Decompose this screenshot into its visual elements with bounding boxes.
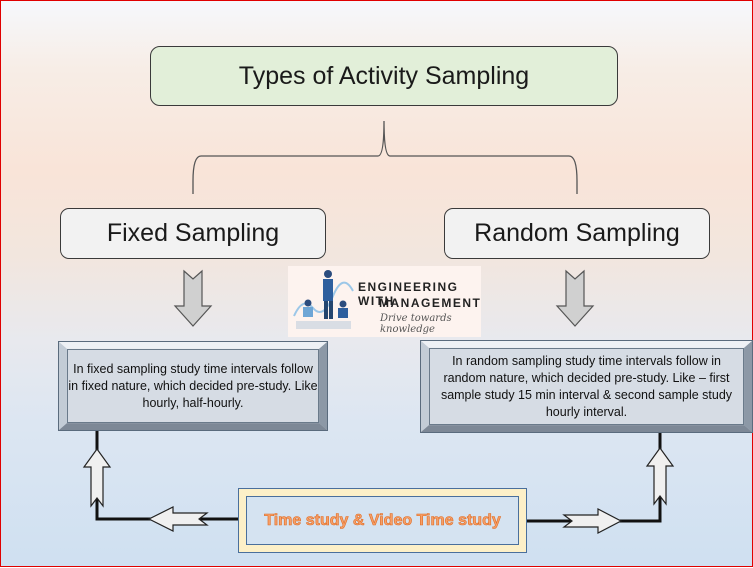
left-arrow-icon [147,506,209,532]
bevel-frame [59,342,327,430]
down-arrow-icon-random [555,269,595,327]
time-study-label: Time study & Video Time study [264,511,501,529]
random-sampling-node: Random Sampling [444,208,710,259]
time-study-node: Time study & Video Time study [238,488,527,553]
logo-line1: ENGINEERING WITH [358,280,459,308]
description-text: In random sampling study time intervals … [429,348,744,425]
random-sampling-description: In random sampling study time intervals … [420,340,753,433]
left-connector-line [95,431,238,521]
logo: ENGINEERING WITH MANAGEMENT Drive toward… [288,266,481,337]
up-arrow-icon-right [645,446,675,506]
right-connector-line [527,433,662,523]
logo-people-icon [293,270,354,329]
bevel-frame [421,341,752,432]
brace-connector [192,120,578,194]
right-arrow-icon [562,508,623,534]
fixed-sampling-description: In fixed sampling study time intervals f… [58,341,328,431]
down-arrow-icon-fixed [173,269,213,327]
fixed-sampling-node: Fixed Sampling [60,208,326,259]
root-node: Types of Activity Sampling [150,46,618,106]
up-arrow-icon-left [82,447,112,508]
description-text: In fixed sampling study time intervals f… [67,349,319,423]
logo-line2: MANAGEMENT [379,296,482,310]
logo-tagline: Drive towards knowledge [380,313,452,335]
